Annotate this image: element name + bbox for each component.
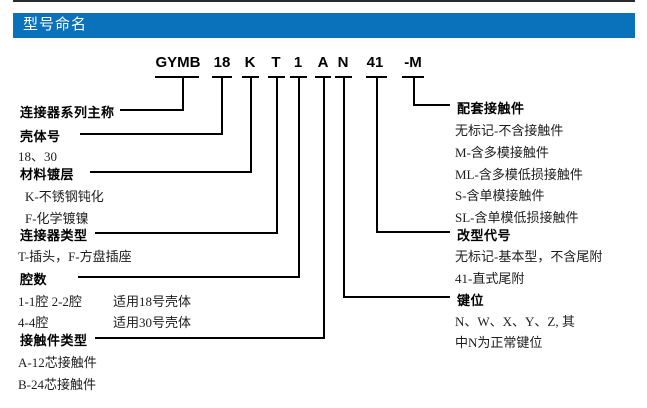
code-segment-mod: 41 bbox=[366, 54, 384, 71]
plating-option-k: K-不锈钢钝化 bbox=[25, 189, 104, 204]
label-plating: 材料镀层 bbox=[20, 167, 75, 182]
leader-v-contact bbox=[323, 76, 325, 339]
cavity-row2-codes: 4-4腔 bbox=[18, 315, 49, 330]
leader-h-cavity bbox=[78, 276, 300, 278]
contact-option-a: A-12芯接触件 bbox=[18, 355, 97, 370]
code-segment-cavity: 1 bbox=[293, 54, 303, 71]
section-title-bar: 型号命名 bbox=[13, 13, 635, 38]
contact-option-b: B-24芯接触件 bbox=[18, 377, 97, 392]
label-mating: 配套接触件 bbox=[457, 101, 525, 116]
bracket-series bbox=[155, 76, 199, 78]
section-title: 型号命名 bbox=[23, 17, 88, 33]
plating-option-f: F-化学镀镍 bbox=[25, 211, 89, 226]
leader-h-shell bbox=[80, 133, 223, 135]
key-options-line1: N、W、X、Y、Z, 其 bbox=[455, 314, 575, 329]
label-shell: 壳体号 bbox=[20, 129, 61, 144]
leader-h-key bbox=[343, 296, 450, 298]
leader-h-series bbox=[120, 109, 184, 111]
leader-v-key bbox=[343, 76, 345, 298]
mating-option-sl: SL-含单模低损接触件 bbox=[455, 210, 579, 225]
leader-v-series bbox=[182, 76, 184, 111]
leader-v-plating bbox=[250, 76, 252, 173]
leader-v-shell bbox=[221, 76, 223, 135]
cavity-row2-shell: 适用30号壳体 bbox=[113, 315, 192, 330]
leader-v-mating bbox=[413, 76, 415, 106]
key-options-line2: 中N为正常键位 bbox=[455, 335, 543, 350]
label-key: 键位 bbox=[457, 293, 485, 308]
label-mod: 改型代号 bbox=[457, 228, 512, 243]
cavity-row1-shell: 适用18号壳体 bbox=[113, 294, 192, 309]
leader-v-mod bbox=[376, 76, 378, 233]
label-contact: 接触件类型 bbox=[20, 333, 88, 348]
mod-option-41: 41-直式尾附 bbox=[455, 271, 525, 286]
leader-h-plating bbox=[90, 171, 252, 173]
leader-h-mating bbox=[413, 104, 450, 106]
leader-h-type bbox=[95, 232, 278, 234]
mating-option-ml: ML-含多模低损接触件 bbox=[455, 167, 583, 182]
cavity-row1-codes: 1-1腔 2-2腔 bbox=[18, 294, 82, 309]
code-segment-plating: K bbox=[244, 54, 256, 71]
mating-option-none: 无标记-不含接触件 bbox=[455, 123, 564, 138]
leader-v-cavity bbox=[298, 76, 300, 278]
leader-h-contact bbox=[95, 337, 325, 339]
code-segment-shell: 18 bbox=[213, 54, 231, 71]
page-top-border bbox=[13, 0, 635, 2]
mod-option-none: 无标记-基本型，不含尾附 bbox=[455, 249, 603, 264]
type-options: T-插头，F-方盘插座 bbox=[18, 249, 132, 264]
shell-options: 18、30 bbox=[18, 149, 58, 164]
code-segment-mating: -M bbox=[404, 54, 422, 71]
code-segment-contact: A bbox=[317, 54, 329, 71]
code-segment-key: N bbox=[337, 54, 349, 71]
leader-v-type bbox=[276, 76, 278, 234]
code-segment-type: T bbox=[271, 54, 281, 71]
label-cavity: 腔数 bbox=[20, 272, 48, 287]
label-series: 连接器系列主称 bbox=[20, 105, 115, 120]
mating-option-m: M-含多模接触件 bbox=[455, 145, 549, 160]
label-type: 连接器类型 bbox=[20, 228, 88, 243]
code-segment-series: GYMB bbox=[155, 54, 201, 71]
leader-h-mod bbox=[376, 231, 450, 233]
mating-option-s: S-含单模接触件 bbox=[455, 188, 545, 203]
